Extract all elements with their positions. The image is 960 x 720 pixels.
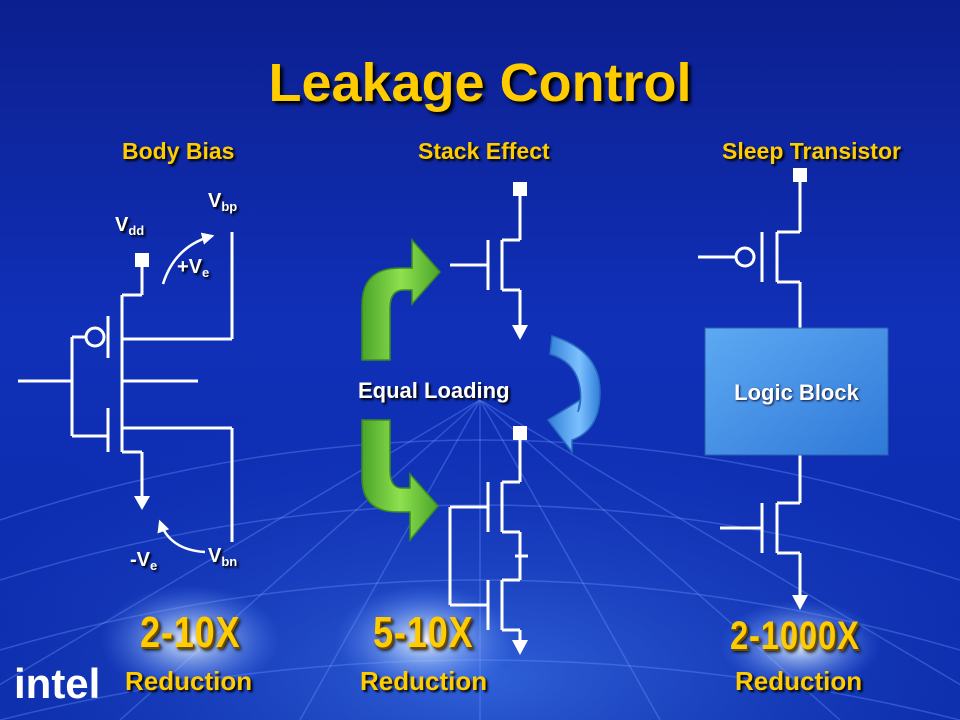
minus-ve-arrow <box>157 519 206 554</box>
logic-block <box>704 327 889 456</box>
stack-effect-factor: 5-10X <box>373 608 474 657</box>
body-bias-heading: Body Bias <box>122 138 235 164</box>
blue-curved-arrow <box>546 335 601 455</box>
vdd-terminal <box>135 253 149 267</box>
sleep-transistor-factor: 2-1000X <box>730 614 860 658</box>
stack-effect-heading: Stack Effect <box>418 138 550 164</box>
green-arrow-down <box>361 419 439 543</box>
ground-arrow <box>134 496 150 510</box>
stack-top-ground-arrow <box>512 325 528 340</box>
burst-glow <box>100 585 280 695</box>
vdd-label: Vdd <box>115 214 145 238</box>
vbp-label: Vbp <box>208 190 238 214</box>
body-bias-reduction: Reduction <box>125 666 253 696</box>
intel-logo: intel <box>14 660 100 707</box>
sleep-top-terminal <box>793 168 807 182</box>
body-bias-circuit <box>18 232 234 542</box>
sleep-transistor-circuit <box>698 182 802 595</box>
stack-bottom-terminal <box>513 426 527 440</box>
sleep-ground-arrow <box>792 595 808 610</box>
equal-loading-label: Equal Loading <box>358 378 510 403</box>
stack-effect-reduction: Reduction <box>360 666 488 696</box>
burst-glow <box>335 585 515 695</box>
body-bias-factor: 2-10X <box>140 608 241 657</box>
plus-ve-label: +Ve <box>177 256 210 280</box>
vbn-label: Vbn <box>208 545 238 569</box>
green-arrow-up <box>361 238 441 361</box>
intel-logo-text: intel <box>14 660 100 707</box>
burst-glow <box>720 600 880 690</box>
sleep-transistor-heading: Sleep Transistor <box>722 138 901 164</box>
plus-ve-arrow <box>161 232 215 285</box>
minus-ve-label: -Ve <box>130 549 158 573</box>
stack-top-terminal <box>513 182 527 196</box>
logic-block-label: Logic Block <box>734 380 859 405</box>
sleep-transistor-reduction: Reduction <box>735 666 863 696</box>
stack-bottom-ground-arrow <box>512 640 528 655</box>
stack-effect-circuit <box>448 196 528 640</box>
page-title: Leakage Control <box>268 53 692 113</box>
